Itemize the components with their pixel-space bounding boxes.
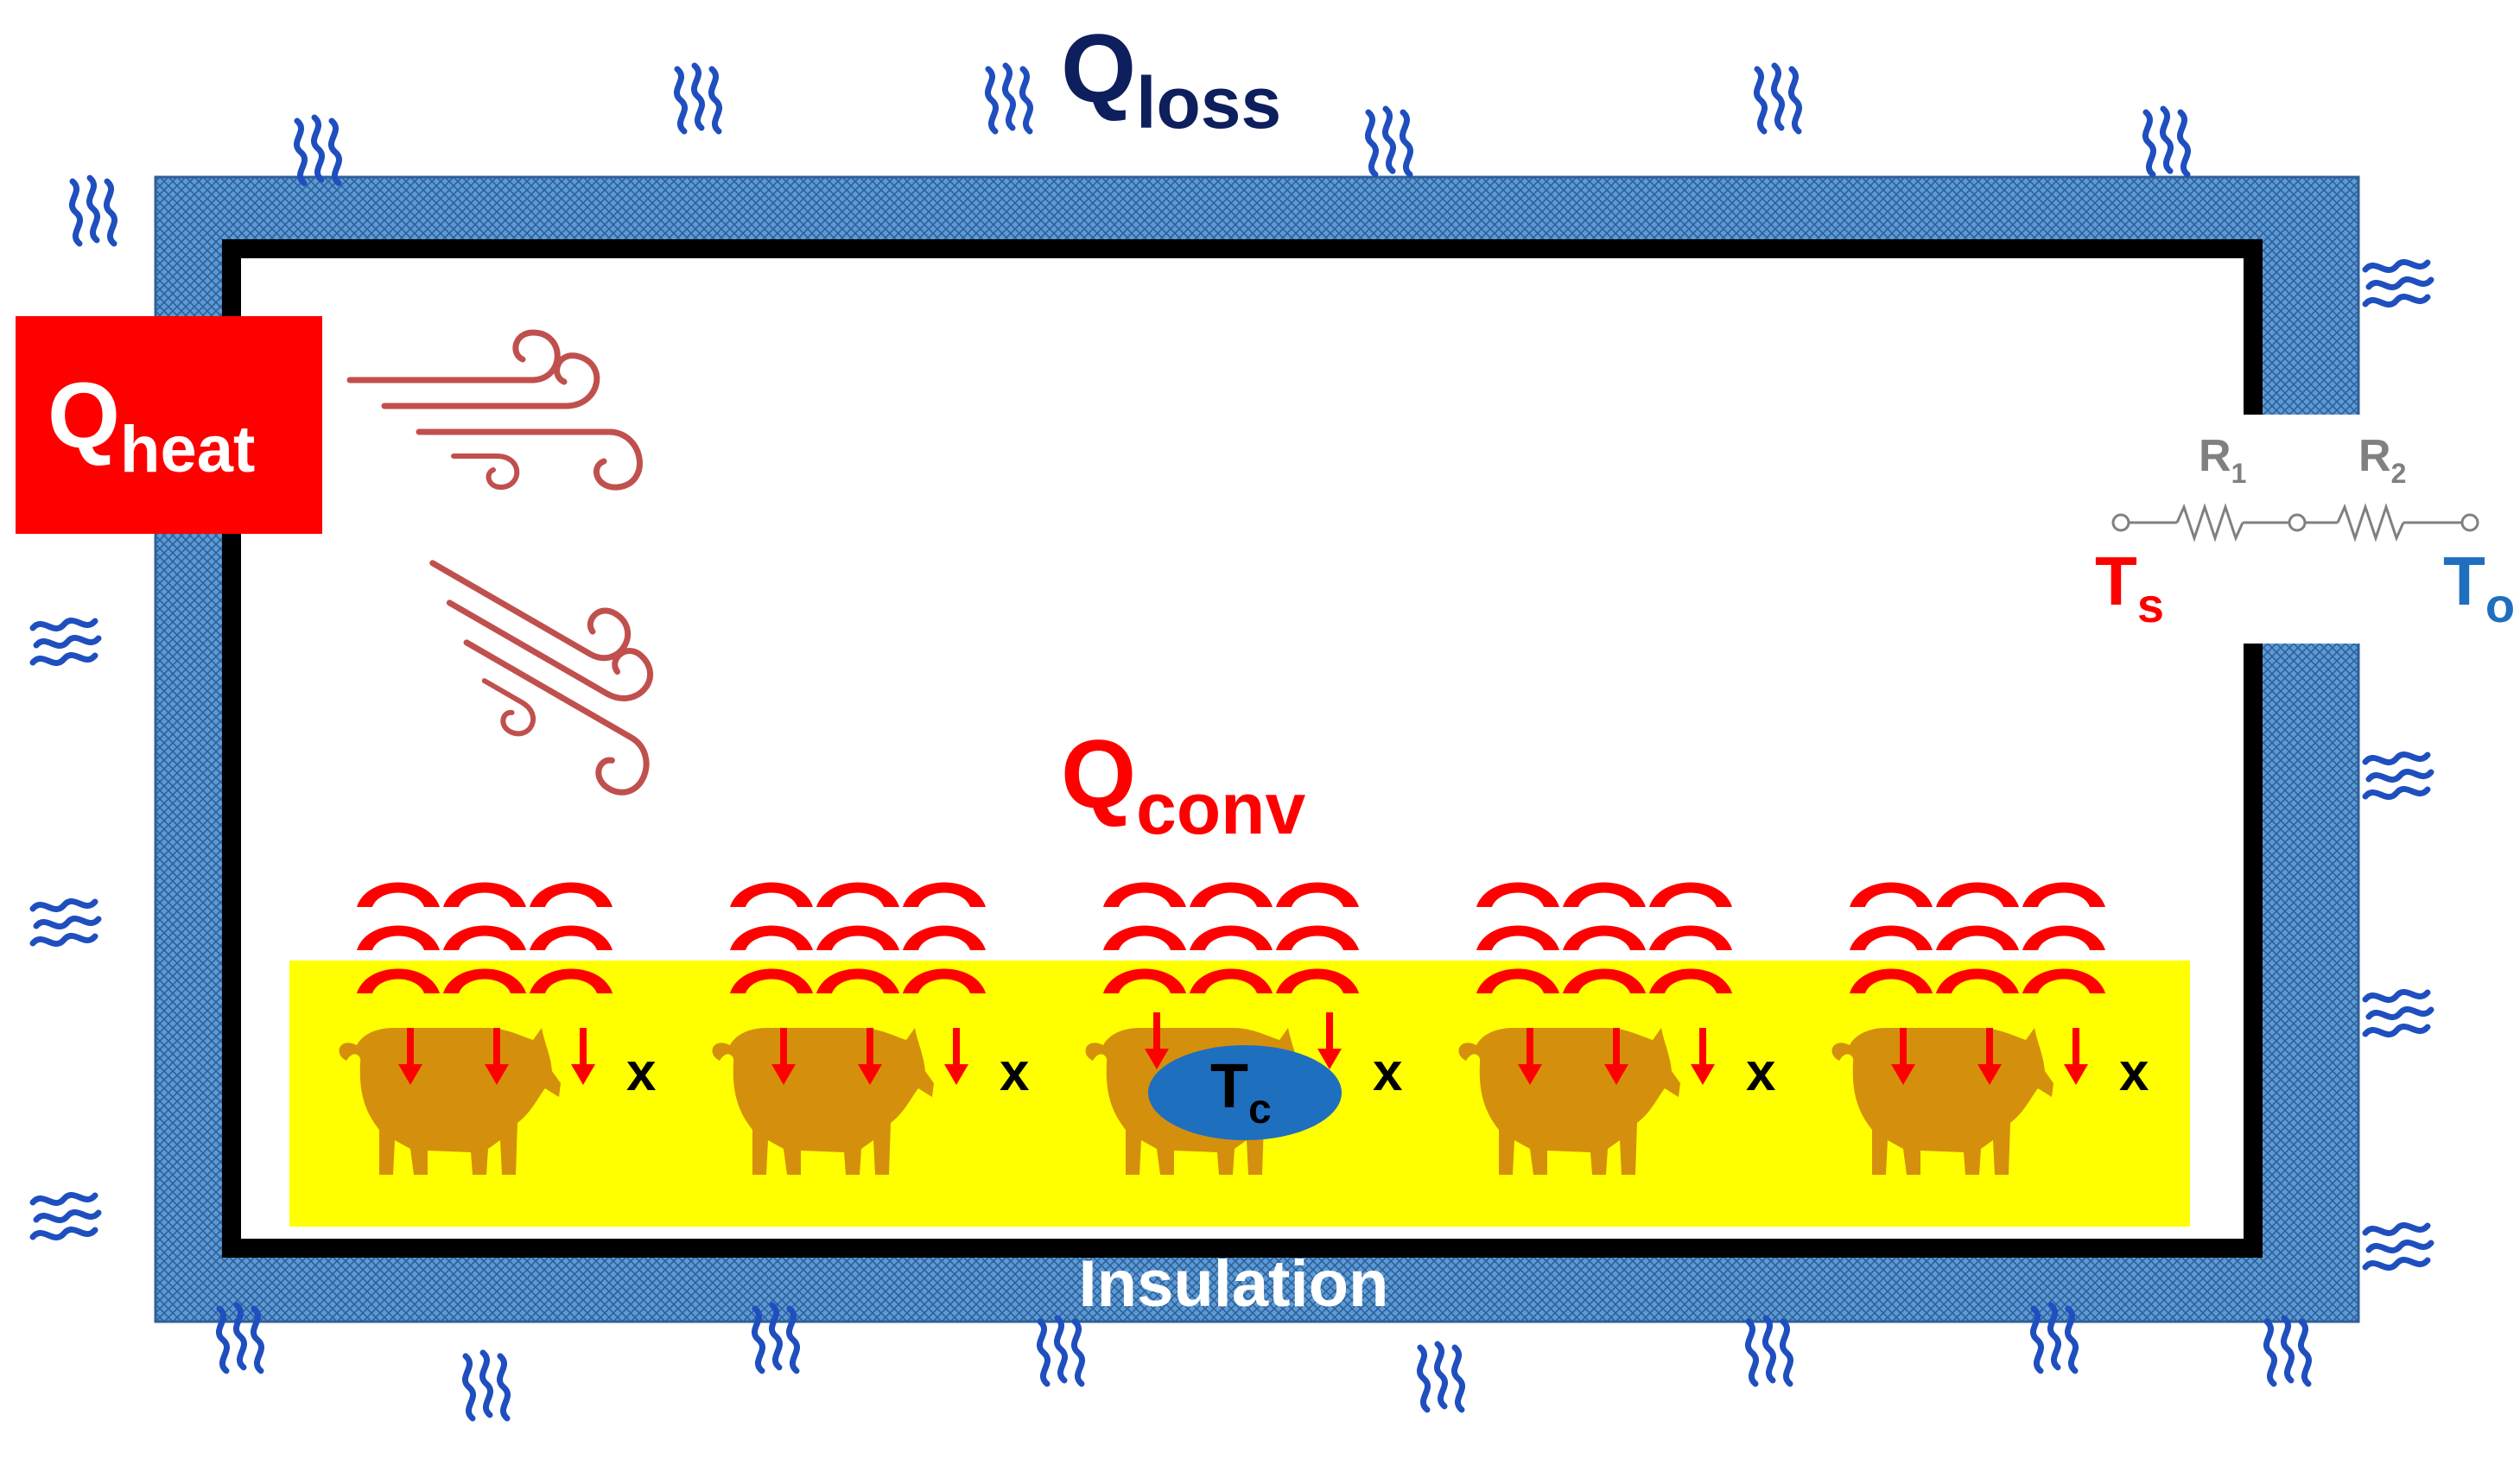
to-sub: o <box>2485 578 2515 632</box>
core-temp-oval <box>1148 1045 1342 1140</box>
heat-wave-icon <box>1419 1344 1462 1410</box>
heat-wave-icon <box>1368 109 1410 174</box>
r2-main: R <box>2358 431 2391 481</box>
q-heat-main: Q <box>48 363 120 467</box>
pig-3: Tc x <box>1085 882 1403 1175</box>
heat-wave-icon <box>2365 262 2431 304</box>
pig-marker: x <box>1746 1043 1776 1102</box>
pig-4: x <box>1458 882 1776 1175</box>
resistor-icon <box>2175 503 2244 542</box>
to-label: To <box>2443 542 2515 632</box>
insulation-label: Insulation <box>1079 1247 1389 1321</box>
heat-wave-icon <box>72 178 114 244</box>
heat-wave-icon <box>33 901 98 943</box>
pig-marker: x <box>626 1043 657 1102</box>
tc-sub: c <box>1248 1087 1272 1132</box>
heat-wave-icon <box>2365 1225 2431 1267</box>
heat-wave-icon <box>219 1305 261 1371</box>
pig-marker: x <box>1000 1043 1030 1102</box>
heat-wave-icon <box>2266 1318 2308 1384</box>
r1-label: R1 <box>2199 431 2246 489</box>
q-loss-label: Qloss <box>1061 15 1281 143</box>
q-conv-main: Q <box>1061 720 1136 828</box>
pig-marker: x <box>2119 1043 2149 1102</box>
node-outside <box>2460 513 2479 532</box>
q-loss-sub: loss <box>1136 62 1281 143</box>
heat-wave-icon <box>987 66 1030 131</box>
heat-wave-icon <box>33 1195 98 1237</box>
heat-wave-icon <box>2365 992 2431 1034</box>
ts-label: Ts <box>2095 542 2164 632</box>
heat-wave-icon <box>676 66 719 131</box>
q-conv-sub: conv <box>1136 768 1305 849</box>
tc-label: Tc <box>1210 1052 1272 1132</box>
ts-main: T <box>2095 542 2137 619</box>
heat-wave-icon <box>2365 754 2431 796</box>
r2-sub: 2 <box>2391 458 2407 489</box>
pig-marker: x <box>1373 1043 1403 1102</box>
r2-label: R2 <box>2358 431 2406 489</box>
r1-main: R <box>2199 431 2231 481</box>
heat-wave-icon <box>1039 1318 1082 1384</box>
heat-wave-icon <box>754 1305 797 1371</box>
q-heat-label: Qheat <box>48 363 255 486</box>
animal-row: x x Tc x x x <box>339 882 2149 1175</box>
to-main: T <box>2443 542 2485 619</box>
heat-wave-icon <box>1748 1318 1790 1384</box>
pig-5: x <box>1831 882 2149 1175</box>
ts-sub: s <box>2137 578 2164 632</box>
heat-wave-icon <box>33 620 98 663</box>
pig-1: x <box>339 882 657 1175</box>
heat-wave-icon <box>465 1353 507 1418</box>
heat-wave-icon <box>1756 66 1799 131</box>
q-heat-sub: heat <box>120 413 255 486</box>
heater-box <box>16 316 322 534</box>
heat-wave-icon <box>2145 109 2187 174</box>
r1-sub: 1 <box>2231 458 2247 489</box>
q-loss-main: Q <box>1061 15 1136 123</box>
thermal-resistor-network: R1 R2 Ts To <box>2095 431 2515 632</box>
heat-wave-icon <box>296 117 339 183</box>
resistor-window <box>2108 415 2514 644</box>
resistor-icon <box>2336 503 2405 542</box>
heat-wave-icon <box>2033 1305 2075 1371</box>
tc-main: T <box>1210 1052 1248 1121</box>
q-conv-label: Qconv <box>1061 720 1305 849</box>
pig-2: x <box>712 882 1030 1175</box>
